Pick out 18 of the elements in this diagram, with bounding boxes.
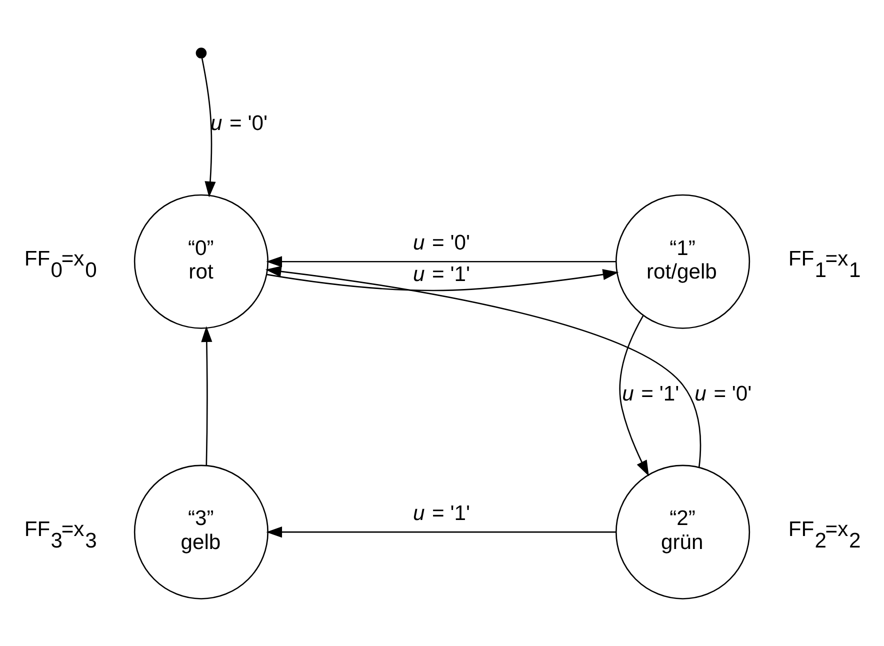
arrow	[266, 268, 619, 291]
node-circle: “1” rot/gelb	[616, 194, 750, 328]
node-circle	[196, 47, 207, 58]
arrow	[266, 256, 616, 267]
arrow	[201, 326, 212, 465]
node-circle: “2” grün	[616, 464, 750, 599]
arrow	[266, 526, 616, 538]
edge-label: u = '0'	[694, 382, 752, 406]
arrow	[619, 314, 649, 476]
edge-label: u = '0'	[210, 112, 268, 135]
node-circle: “0” rot	[134, 194, 268, 328]
arrow	[201, 58, 216, 197]
edge-label: u = '1'	[412, 501, 470, 524]
edge-label: u = '1'	[622, 382, 680, 406]
node-circle: “3” gelb	[134, 464, 268, 599]
edge-label: u = '0'	[412, 230, 470, 254]
edge-label: u = '1'	[412, 262, 470, 286]
arrow	[265, 265, 702, 467]
